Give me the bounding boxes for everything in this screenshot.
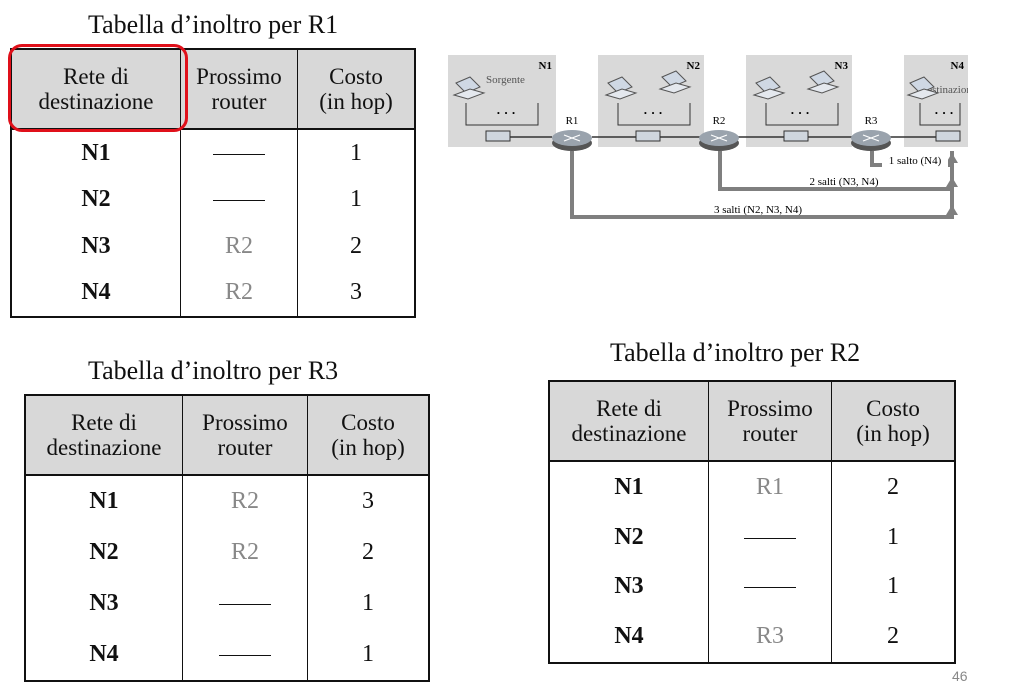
svg-text:· · ·: · · · — [496, 105, 516, 120]
svg-text:R1: R1 — [566, 115, 579, 127]
path-3-label: 3 salti (N2, N3, N4) — [714, 204, 802, 216]
header-cost: Costo(in hop) — [831, 381, 955, 462]
svg-text:N4: N4 — [951, 60, 965, 72]
header-cost: Costo(in hop) — [307, 395, 429, 476]
svg-text:Sorgente: Sorgente — [486, 74, 525, 86]
svg-text:N2: N2 — [687, 60, 701, 72]
router-r1: R1 — [552, 115, 592, 151]
path-1-label: 1 salto (N4) — [889, 155, 942, 167]
page-number: 46 — [952, 668, 968, 684]
no-router-dash — [219, 603, 271, 605]
highlight-destination-column — [8, 44, 188, 132]
svg-text:· · ·: · · · — [643, 105, 663, 120]
switch-icon — [485, 130, 961, 142]
more-hosts-dots: · · · · · · · · · · · · — [496, 105, 954, 120]
svg-text:· · ·: · · · — [934, 105, 954, 120]
svg-text:· · ·: · · · — [790, 105, 810, 120]
path-2-label: 2 salti (N3, N4) — [809, 176, 878, 188]
no-router-dash — [213, 153, 265, 155]
svg-text:R3: R3 — [865, 115, 878, 127]
router-r3: R3 — [851, 115, 891, 151]
laptop-icon — [452, 70, 940, 100]
network-topology-diagram: N1 Sorgente N2 N3 N4 Destinazione · · · … — [448, 55, 968, 219]
no-router-dash — [213, 200, 265, 202]
svg-text:N3: N3 — [835, 60, 849, 72]
no-router-dash — [219, 654, 271, 656]
table-r3-title: Tabella d’inoltro per R3 — [88, 356, 339, 385]
header-cost: Costo(in hop) — [297, 49, 415, 130]
router-r2: R2 — [699, 115, 739, 151]
svg-text:R2: R2 — [713, 115, 726, 127]
no-router-dash — [744, 587, 796, 589]
arrow-icon — [946, 153, 958, 215]
table-r1-title: Tabella d’inoltro per R1 — [88, 10, 339, 39]
table-r2-title: Tabella d’inoltro per R2 — [610, 338, 861, 367]
svg-text:N1: N1 — [539, 60, 552, 72]
no-router-dash — [744, 537, 796, 539]
